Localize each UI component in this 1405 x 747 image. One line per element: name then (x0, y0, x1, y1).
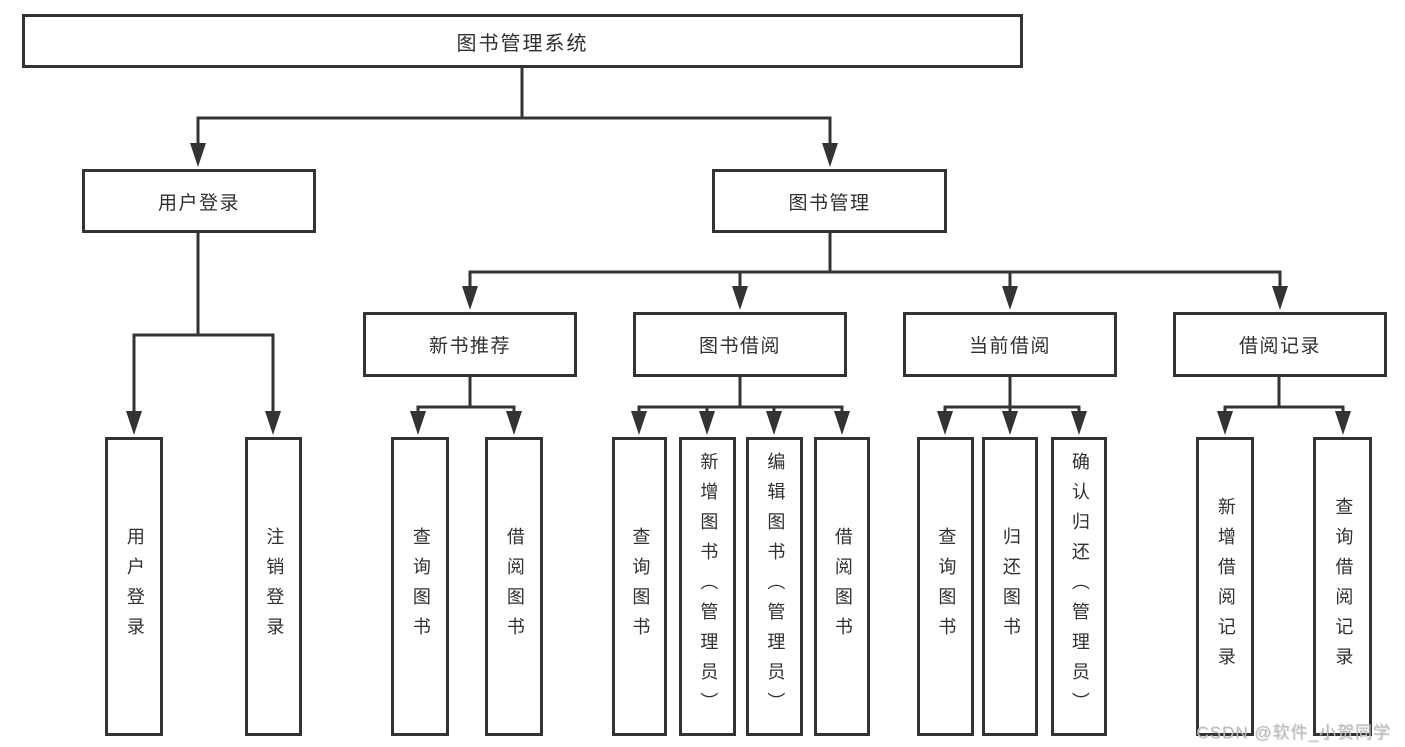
node-root: 图书管理系统 (22, 14, 1023, 68)
node-cb-return-books: 归还图书 (982, 437, 1038, 736)
node-user-login: 用户登录 (82, 169, 316, 233)
node-new-book-rec: 新书推荐 (363, 312, 577, 377)
node-logout-leaf: 注销登录 (245, 437, 302, 736)
node-book-borrow: 图书借阅 (633, 312, 847, 377)
arrowhead-icon (265, 411, 281, 435)
node-nbr-query-books: 查询图书 (391, 437, 449, 736)
arrowhead-icon (732, 286, 748, 310)
arrowhead-icon (834, 411, 850, 435)
arrowhead-icon (1002, 286, 1018, 310)
node-book-mgmt: 图书管理 (712, 169, 947, 233)
node-cb-query-books: 查询图书 (917, 437, 974, 736)
arrowhead-icon (1272, 286, 1288, 310)
node-bb-borrow-books: 借阅图书 (814, 437, 870, 736)
arrowhead-icon (1335, 411, 1351, 435)
arrowhead-icon (410, 411, 426, 435)
arrowhead-icon (766, 411, 782, 435)
watermark: CSDN @软件_小贺同学 (1196, 723, 1391, 742)
arrowhead-icon (506, 411, 522, 435)
node-nbr-borrow-books: 借阅图书 (485, 437, 543, 736)
arrowhead-icon (462, 286, 478, 310)
node-current-borrow: 当前借阅 (903, 312, 1117, 377)
arrowhead-icon (937, 411, 953, 435)
node-bb-query-books: 查询图书 (612, 437, 667, 736)
arrowhead-icon (1217, 411, 1233, 435)
arrowhead-icon (631, 411, 647, 435)
arrowhead-icon (822, 143, 838, 167)
arrowhead-icon (699, 411, 715, 435)
node-borrow-records: 借阅记录 (1173, 312, 1387, 377)
arrowhead-icon (1002, 411, 1018, 435)
node-user-login-leaf: 用户登录 (105, 437, 163, 736)
arrowhead-icon (1071, 411, 1087, 435)
node-br-query-record: 查询借阅记录 (1313, 437, 1372, 736)
node-bb-add-books: 新增图书（管理员） (679, 437, 736, 736)
node-br-add-record: 新增借阅记录 (1196, 437, 1254, 736)
arrowhead-icon (190, 143, 206, 167)
node-cb-confirm-return: 确认归还（管理员） (1051, 437, 1107, 736)
arrowhead-icon (126, 411, 142, 435)
node-bb-edit-books: 编辑图书（管理员） (746, 437, 803, 736)
